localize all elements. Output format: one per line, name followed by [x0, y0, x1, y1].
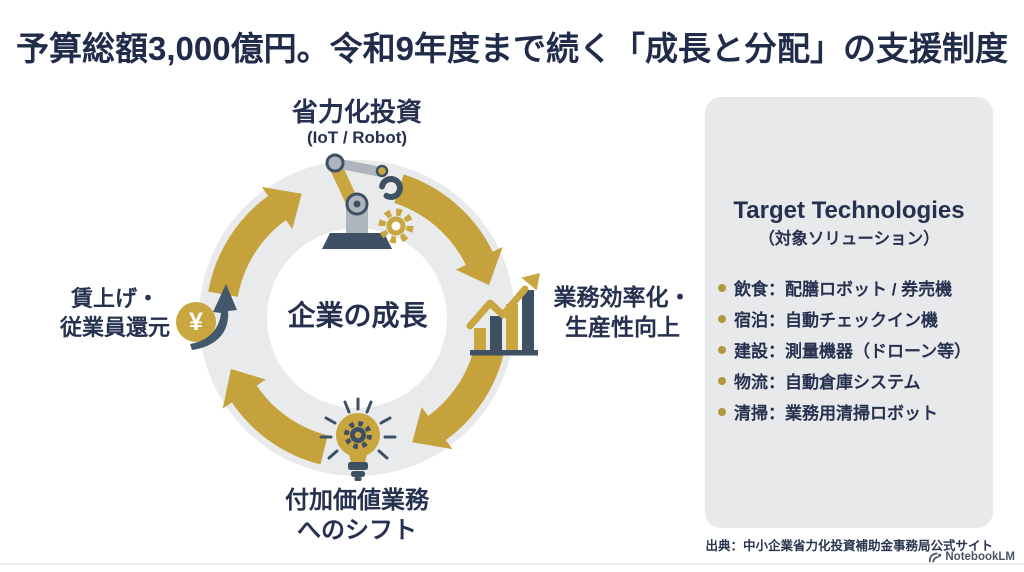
tech-list-item: 清掃：業務用清掃ロボット	[718, 396, 983, 427]
cycle-center-label: 企業の成長	[287, 300, 428, 331]
bullet-dot-icon	[718, 376, 726, 385]
notebooklm-brand-label: NotebookLM	[945, 551, 1015, 563]
panel-subheading: （対象ソリューション）	[758, 230, 940, 248]
cycle-top-label-sub: (IoT / Robot)	[306, 128, 408, 147]
bullet-dot-icon	[718, 283, 726, 292]
target-technologies-panel: Target Technologies （対象ソリューション） 飲食：配膳ロボッ…	[705, 97, 993, 528]
yen-symbol: ¥	[189, 308, 203, 336]
cycle-arrow-bottom-right	[412, 346, 504, 450]
cycle-top-label-main: 省力化投資	[291, 97, 422, 127]
cycle-left-label: 賃上げ・ 従業員還元	[59, 286, 170, 340]
page-title: 予算総額3,000億円。令和9年度まで続く「成長と分配」の支援制度	[16, 30, 1008, 67]
tech-list-item: 飲食：配膳ロボット / 券売機	[718, 272, 983, 303]
tech-list-item: 物流：自動倉庫システム	[718, 365, 983, 396]
coin-up-arrow-icon	[190, 284, 237, 350]
tech-list-item: 建設：測量機器（ドローン等）	[718, 334, 983, 365]
yen-coin-icon	[176, 284, 237, 350]
cycle-top-label: 省力化投資 (IoT / Robot)	[257, 97, 457, 148]
bullet-dot-icon	[718, 407, 726, 416]
slide-bottom-divider	[0, 563, 1024, 565]
tech-list: 飲食：配膳ロボット / 券売機 宿泊：自動チェックイン機 建設：測量機器（ドロー…	[705, 272, 993, 427]
cycle-bottom-label: 付加価値業務 へのシフト	[285, 487, 429, 544]
bullet-dot-icon	[718, 345, 726, 354]
tech-list-item: 宿泊：自動チェックイン機	[718, 303, 983, 334]
bullet-dot-icon	[718, 314, 726, 323]
cycle-arrow-top-left	[208, 186, 302, 298]
gear-icon	[378, 208, 414, 244]
bar-chart-icon	[466, 273, 540, 356]
cycle-arrow-top-right	[394, 174, 503, 286]
cycle-right-label: 業務効率化・ 生産性向上	[553, 284, 692, 340]
robot-arm-icon	[322, 153, 414, 249]
lightbulb-gear-icon	[319, 397, 397, 481]
cycle-arrow-bottom-left	[222, 369, 329, 465]
cycle-diagram	[176, 153, 540, 481]
source-citation: 出典：中小企業省力化投資補助金事務局公式サイト	[705, 539, 993, 553]
notebooklm-brand: NotebookLM	[928, 551, 1015, 563]
cycle-arrows	[208, 174, 504, 465]
panel-heading: Target Technologies	[733, 197, 965, 224]
notebooklm-logo-icon	[929, 552, 942, 563]
